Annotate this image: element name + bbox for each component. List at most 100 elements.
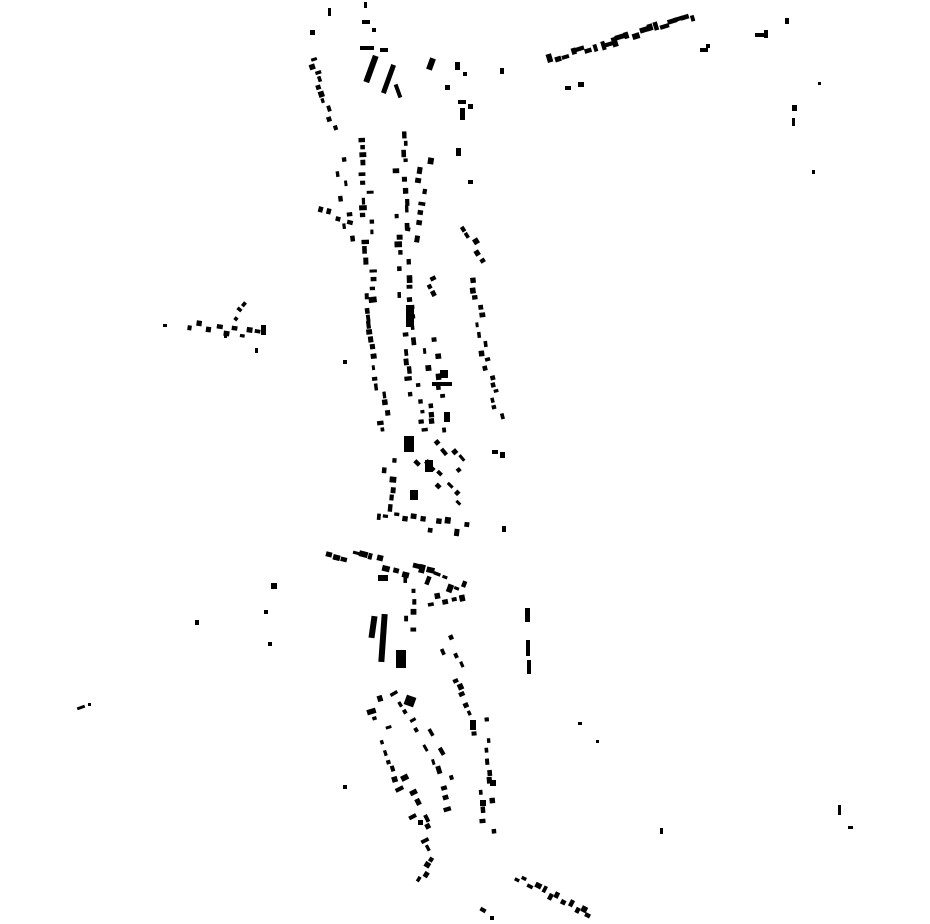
building bbox=[486, 738, 491, 744]
building bbox=[428, 403, 434, 409]
building bbox=[468, 180, 473, 184]
building bbox=[460, 108, 465, 120]
building bbox=[335, 216, 341, 222]
building bbox=[424, 575, 432, 586]
building bbox=[378, 575, 388, 581]
building bbox=[367, 336, 374, 343]
building bbox=[500, 452, 505, 458]
building bbox=[216, 324, 224, 330]
building bbox=[418, 399, 423, 404]
building bbox=[526, 640, 530, 656]
building bbox=[490, 382, 496, 388]
building bbox=[393, 83, 403, 99]
building bbox=[364, 2, 367, 8]
building bbox=[332, 124, 339, 131]
building bbox=[574, 45, 585, 53]
building bbox=[427, 157, 435, 165]
building bbox=[205, 326, 212, 333]
building bbox=[463, 231, 470, 239]
building bbox=[369, 219, 375, 224]
building bbox=[403, 358, 409, 366]
building bbox=[838, 805, 841, 815]
building bbox=[471, 294, 478, 300]
building bbox=[554, 55, 562, 63]
building bbox=[416, 219, 423, 226]
building bbox=[420, 515, 426, 522]
building bbox=[371, 716, 378, 721]
building bbox=[689, 14, 696, 22]
building bbox=[394, 785, 405, 793]
building bbox=[484, 357, 491, 362]
building bbox=[483, 340, 488, 348]
building bbox=[317, 90, 325, 98]
building bbox=[384, 409, 391, 416]
building bbox=[404, 205, 409, 213]
building bbox=[261, 325, 266, 335]
building bbox=[527, 660, 531, 674]
building bbox=[358, 137, 366, 143]
building bbox=[458, 690, 466, 698]
building bbox=[240, 301, 247, 308]
building bbox=[433, 571, 441, 577]
building bbox=[406, 258, 411, 265]
building bbox=[462, 701, 470, 709]
building bbox=[410, 490, 418, 500]
building bbox=[410, 337, 417, 346]
building bbox=[700, 48, 708, 52]
building bbox=[373, 383, 379, 391]
building bbox=[376, 420, 384, 426]
building bbox=[410, 608, 417, 615]
building bbox=[343, 360, 347, 364]
building bbox=[471, 731, 477, 736]
building bbox=[443, 806, 452, 813]
building bbox=[390, 487, 396, 494]
building bbox=[600, 40, 607, 51]
building bbox=[271, 583, 277, 589]
building bbox=[362, 246, 367, 254]
building bbox=[456, 682, 465, 691]
building bbox=[387, 503, 393, 512]
building bbox=[352, 550, 360, 556]
building bbox=[236, 306, 243, 313]
building bbox=[402, 332, 409, 337]
building bbox=[484, 717, 490, 722]
building bbox=[328, 8, 331, 16]
building bbox=[484, 758, 490, 766]
building bbox=[453, 528, 460, 537]
building bbox=[392, 457, 397, 463]
building bbox=[363, 257, 369, 265]
building bbox=[416, 166, 423, 175]
building bbox=[382, 514, 389, 519]
building bbox=[403, 158, 408, 163]
building bbox=[478, 350, 485, 357]
building bbox=[460, 580, 468, 588]
building bbox=[431, 337, 437, 343]
building bbox=[479, 818, 486, 824]
building bbox=[403, 694, 417, 708]
building bbox=[418, 820, 423, 825]
building bbox=[458, 100, 466, 104]
building bbox=[596, 740, 599, 743]
building bbox=[376, 513, 381, 521]
building bbox=[423, 860, 432, 869]
building bbox=[429, 289, 437, 298]
building bbox=[437, 746, 446, 756]
building bbox=[426, 57, 436, 71]
building bbox=[382, 391, 387, 399]
building bbox=[405, 198, 410, 206]
building bbox=[418, 563, 426, 574]
building bbox=[434, 592, 441, 600]
building bbox=[378, 613, 388, 663]
building bbox=[432, 382, 452, 386]
building bbox=[433, 439, 441, 446]
building bbox=[381, 64, 396, 94]
building bbox=[381, 564, 391, 573]
building bbox=[559, 898, 567, 906]
building bbox=[367, 552, 373, 560]
building bbox=[365, 320, 372, 329]
building bbox=[456, 148, 461, 156]
building bbox=[440, 370, 448, 378]
building bbox=[398, 249, 403, 255]
building bbox=[422, 348, 427, 354]
